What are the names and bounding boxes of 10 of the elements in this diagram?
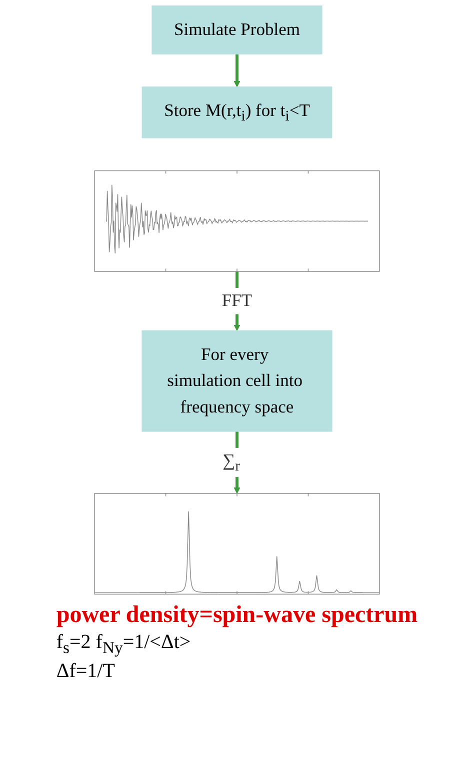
plot-drawing bbox=[94, 170, 380, 272]
process-box: Simulate Problem bbox=[152, 5, 322, 54]
formula-label: f$_{s}$=2 f$_{Ny}$=1/<Δt> bbox=[56, 631, 192, 658]
edge-label: FFT bbox=[222, 288, 252, 314]
plot-drawing bbox=[94, 493, 380, 595]
process-box: For every simulation cell into frequency space bbox=[142, 330, 332, 432]
formula-label: Δf=1/T bbox=[56, 660, 116, 683]
process-box: Store M(r,t$_{i}$) for t$_{i}$<T bbox=[142, 86, 332, 138]
arrow bbox=[234, 54, 240, 88]
caption-text: power density=spin-wave spectrum bbox=[56, 602, 418, 629]
